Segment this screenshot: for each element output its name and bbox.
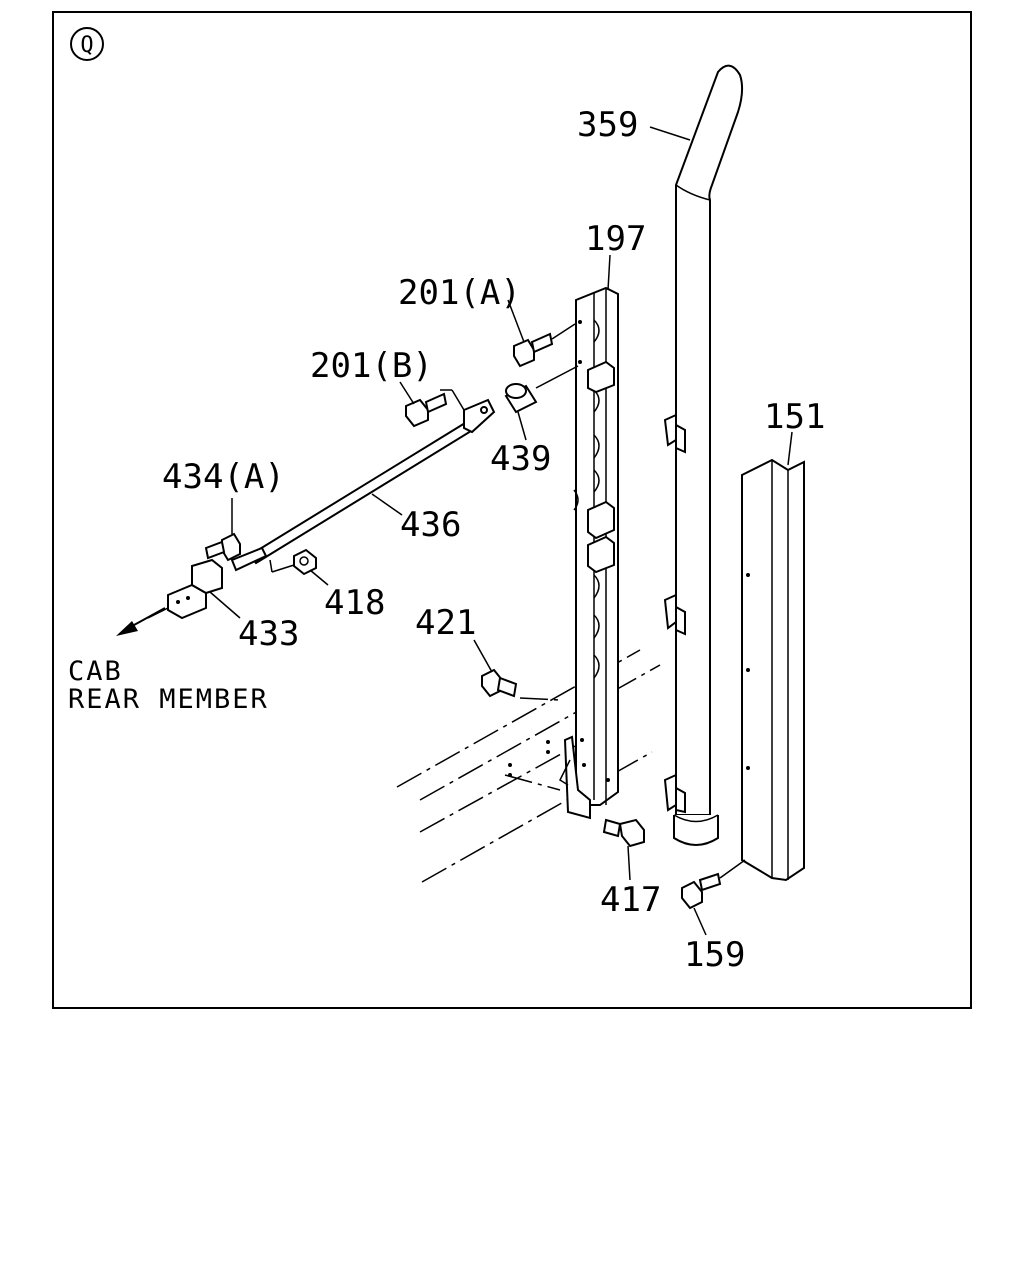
diagram-frame <box>52 11 972 1009</box>
leader-lines <box>209 126 793 936</box>
label-159: 159 <box>684 935 745 975</box>
collar-439 <box>504 365 579 414</box>
label-418: 418 <box>324 583 385 623</box>
label-436: 436 <box>400 505 461 545</box>
exhaust-pipe-359 <box>663 64 744 846</box>
label-417: 417 <box>600 880 661 920</box>
label-359: 359 <box>577 105 638 145</box>
support-bracket-197 <box>508 286 619 820</box>
note-line-2: REAR MEMBER <box>68 684 269 715</box>
note-line-1: CAB <box>68 656 123 687</box>
label-201b: 201(B) <box>310 346 433 386</box>
view-marker-letter: Q <box>80 33 93 58</box>
label-433: 433 <box>238 614 299 654</box>
bolt-417 <box>602 818 645 848</box>
label-421: 421 <box>415 603 476 643</box>
label-197: 197 <box>585 219 646 259</box>
nut-418 <box>269 548 317 576</box>
bolt-159 <box>681 859 746 910</box>
bolt-421 <box>481 668 518 698</box>
label-439: 439 <box>490 439 551 479</box>
direction-arrow <box>116 607 166 636</box>
label-201a: 201(A) <box>398 273 521 313</box>
heat-shield-151 <box>741 458 805 882</box>
bolt-201a <box>513 323 576 368</box>
frame-rail-lines <box>396 649 661 883</box>
view-marker: Q <box>70 27 104 61</box>
clamp-433 <box>147 546 268 620</box>
label-434a: 434(A) <box>162 457 285 497</box>
bolt-201b <box>405 392 448 428</box>
label-151: 151 <box>764 397 825 437</box>
bolt-434a <box>204 532 241 562</box>
